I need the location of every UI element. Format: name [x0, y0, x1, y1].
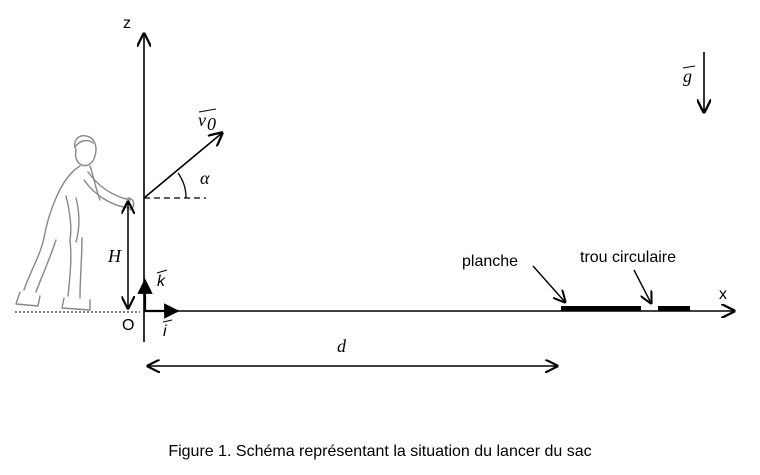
- planche-pointer: [532, 265, 565, 302]
- planche-label: planche: [462, 253, 518, 270]
- initial-velocity-subscript: 0: [207, 114, 216, 134]
- initial-velocity-vector: [143, 133, 222, 199]
- unit-vector-k-arrow-bar: [156, 269, 168, 274]
- z-axis-label: z: [123, 15, 131, 32]
- initial-velocity-label-arrow: [198, 108, 217, 113]
- gravity-label-arrow: [682, 65, 696, 69]
- origin-label: O: [122, 317, 134, 334]
- throw-diagram: z x O k i v 0 α H g planche trou circula…: [15, 15, 760, 420]
- board-end-segment: [658, 306, 690, 311]
- planche-board: [561, 306, 641, 311]
- unit-vector-i-label: i: [163, 323, 167, 340]
- distance-label: d: [337, 336, 347, 356]
- height-label: H: [107, 246, 122, 266]
- trou-label: trou circulaire: [580, 249, 676, 266]
- angle-label: α: [200, 168, 210, 188]
- angle-arc: [177, 172, 187, 199]
- x-axis-label: x: [719, 286, 727, 303]
- figure-caption: Figure 1. Schéma représentant la situati…: [168, 443, 592, 460]
- unit-vector-k-label: k: [157, 273, 166, 290]
- unit-vector-i-arrow-bar: [162, 319, 173, 323]
- initial-velocity-label: v: [198, 110, 206, 130]
- gravity-label: g: [683, 66, 692, 86]
- trou-pointer: [633, 269, 651, 303]
- thrower-figure: [15, 135, 135, 311]
